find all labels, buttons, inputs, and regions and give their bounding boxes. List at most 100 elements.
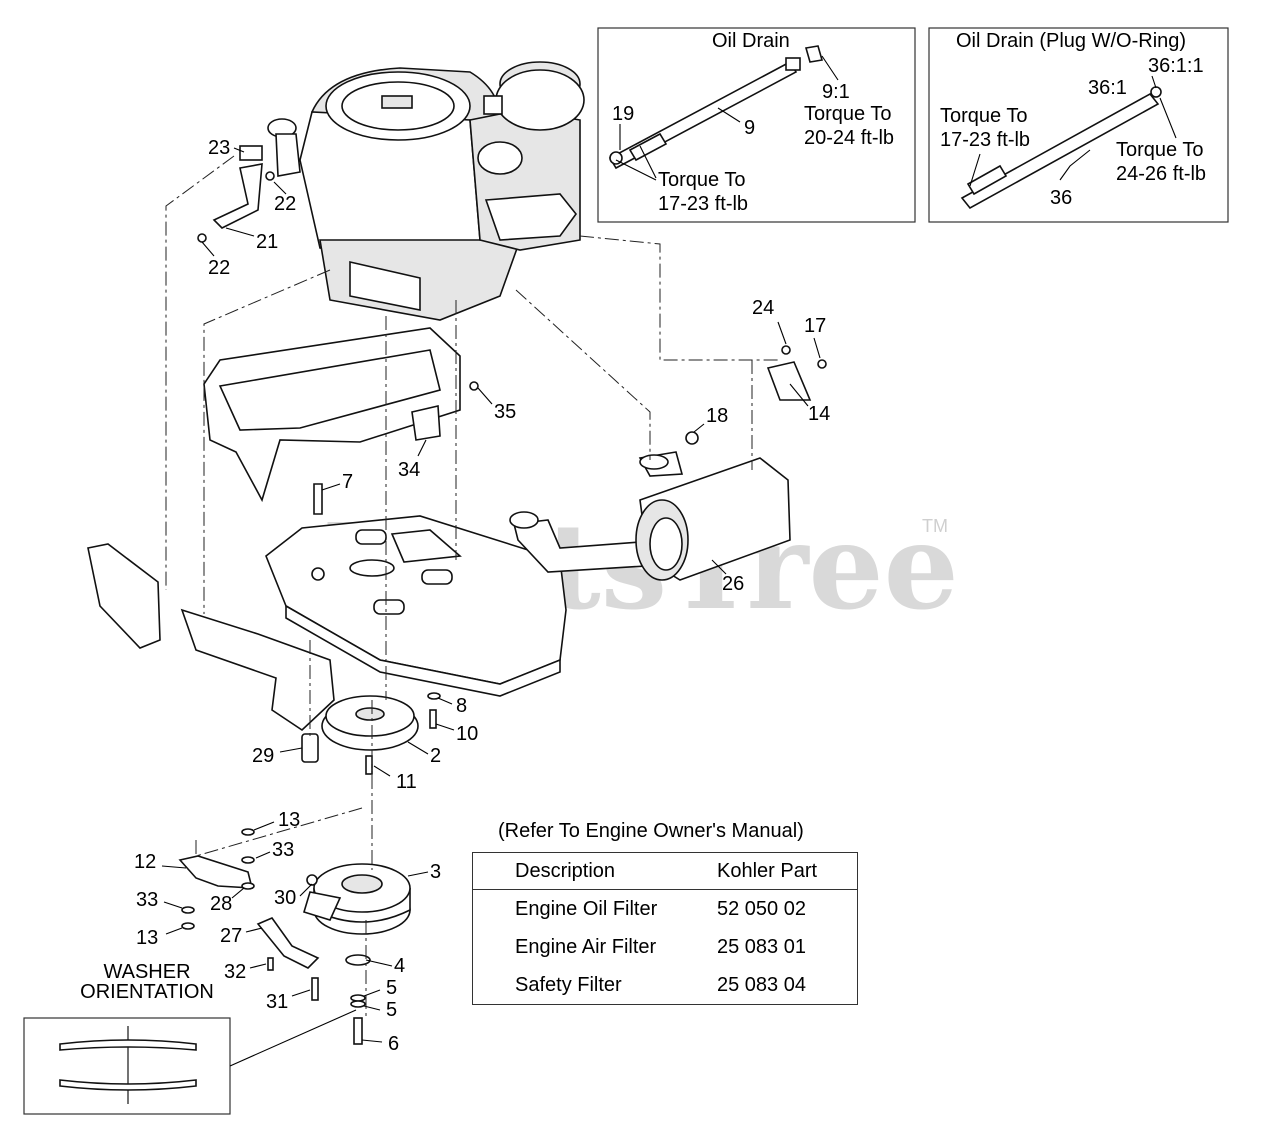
callout-8: 8 [456, 695, 467, 717]
nut-13b [181, 922, 195, 930]
engine-deck-plate [265, 515, 567, 697]
washer-label-line1: WASHER [103, 961, 191, 983]
bracket-12 [178, 855, 254, 889]
row-part: 52 050 02 [717, 897, 806, 920]
inset-oil-drain-plug: Oil Drain (Plug W/O-Ring) 36:1:1 36:1 To… [928, 27, 1229, 223]
nut-13a [241, 828, 255, 836]
row-description: Safety Filter [515, 973, 622, 996]
bolt-32 [267, 957, 274, 971]
callout-14: 14 [808, 403, 830, 425]
callout-10: 10 [456, 723, 478, 745]
washer-33a [241, 856, 255, 864]
oil-drain-torque-label-1: Torque To [804, 103, 891, 125]
table-row: Engine Oil Filter 52 050 02 [473, 890, 858, 929]
watermark-tm: TM [922, 516, 948, 536]
callout-22a: 22 [274, 193, 296, 215]
nut-30 [306, 874, 318, 886]
plug-torque-label-1: Torque To [940, 105, 1027, 127]
callout-6: 6 [388, 1033, 399, 1055]
row-part: 25 083 04 [717, 973, 806, 996]
washer-5b [350, 1000, 366, 1008]
callout-32: 32 [224, 961, 246, 983]
callout-35: 35 [494, 401, 516, 423]
bolt-17 [817, 359, 827, 369]
callout-13b: 13 [136, 927, 158, 949]
callout-36: 36 [1050, 187, 1072, 209]
table-row: Safety Filter 25 083 04 [473, 966, 858, 1005]
washer-4 [345, 954, 371, 966]
row-part: 25 083 01 [717, 935, 806, 958]
callout-9-1: 9:1 [822, 81, 850, 103]
bolt-24 [781, 345, 791, 355]
bracket-14 [766, 361, 812, 401]
washer-33b [181, 906, 195, 914]
plug-torque-label-2: Torque To [1116, 139, 1203, 161]
callout-5a: 5 [386, 977, 397, 999]
oil-drain-torque-value-1: 20-24 ft-lb [804, 127, 894, 149]
dipstick-tube [212, 163, 263, 229]
washer-orientation-detail [23, 1009, 357, 1115]
key-11 [365, 755, 373, 775]
callout-23: 23 [208, 137, 230, 159]
row-description: Engine Oil Filter [515, 897, 658, 920]
clamp-22 [197, 233, 207, 243]
callout-18: 18 [706, 405, 728, 427]
spacer-29 [301, 733, 319, 763]
pto-clutch-3 [303, 863, 411, 935]
callout-2: 2 [430, 745, 441, 767]
callout-7: 7 [342, 471, 353, 493]
nut-18 [685, 431, 699, 445]
engine [267, 61, 585, 321]
bolt-7 [313, 483, 323, 515]
row-description: Engine Air Filter [515, 935, 657, 958]
callout-33b: 33 [136, 889, 158, 911]
callout-36-1: 36:1 [1088, 77, 1127, 99]
shield-left-2 [180, 608, 335, 732]
bracket-27 [256, 917, 320, 969]
pulley-2 [321, 695, 419, 751]
washer-8 [427, 692, 441, 700]
callout-4: 4 [394, 955, 405, 977]
clamp-22b [265, 171, 275, 181]
callout-19: 19 [612, 103, 634, 125]
callout-21: 21 [256, 231, 278, 253]
callout-28: 28 [210, 893, 232, 915]
callout-27: 27 [220, 925, 242, 947]
inset-oil-drain-title: Oil Drain [712, 30, 790, 52]
clip-34 [411, 405, 441, 441]
bolt-31 [311, 977, 319, 1001]
callout-12: 12 [134, 851, 156, 873]
callout-22b: 22 [208, 257, 230, 279]
callout-11: 11 [396, 771, 417, 793]
engine-reference-note: (Refer To Engine Owner's Manual) [498, 820, 804, 842]
inset-oil-drain: Oil Drain 9:1 Torque To 20-24 ft-lb 19 9… [597, 27, 916, 223]
assembly-lines [165, 155, 778, 1020]
callout-29: 29 [252, 745, 274, 767]
callout-33a: 33 [272, 839, 294, 861]
engine-reference-table: Description Kohler Part Engine Oil Filte… [472, 852, 858, 1005]
washer-orientation-label: WASHER ORIENTATION [62, 962, 232, 1002]
callout-13a: 13 [278, 809, 300, 831]
callout-5b: 5 [386, 999, 397, 1021]
engine-mount-bracket [203, 327, 479, 503]
callout-26: 26 [722, 573, 744, 595]
dipstick-bracket [239, 145, 263, 161]
callout-17: 17 [804, 315, 826, 337]
oil-drain-torque-value-2: 17-23 ft-lb [658, 193, 748, 215]
table-header-row: Description Kohler Part [472, 852, 858, 890]
callout-34: 34 [398, 459, 420, 481]
header-kohler-part: Kohler Part [717, 852, 858, 890]
leader-lines [161, 147, 821, 1043]
bolt-6 [353, 1017, 363, 1045]
callout-9: 9 [744, 117, 755, 139]
callout-31: 31 [266, 991, 288, 1013]
bolt-10 [429, 709, 437, 729]
muffler-26 [509, 451, 791, 581]
oil-drain-torque-label-2: Torque To [658, 169, 745, 191]
table-row: Engine Air Filter 25 083 01 [473, 928, 858, 966]
inset-plug-title: Oil Drain (Plug W/O-Ring) [956, 30, 1186, 52]
callout-24: 24 [752, 297, 774, 319]
header-description: Description [472, 852, 717, 890]
plug-torque-value-1: 17-23 ft-lb [940, 129, 1030, 151]
